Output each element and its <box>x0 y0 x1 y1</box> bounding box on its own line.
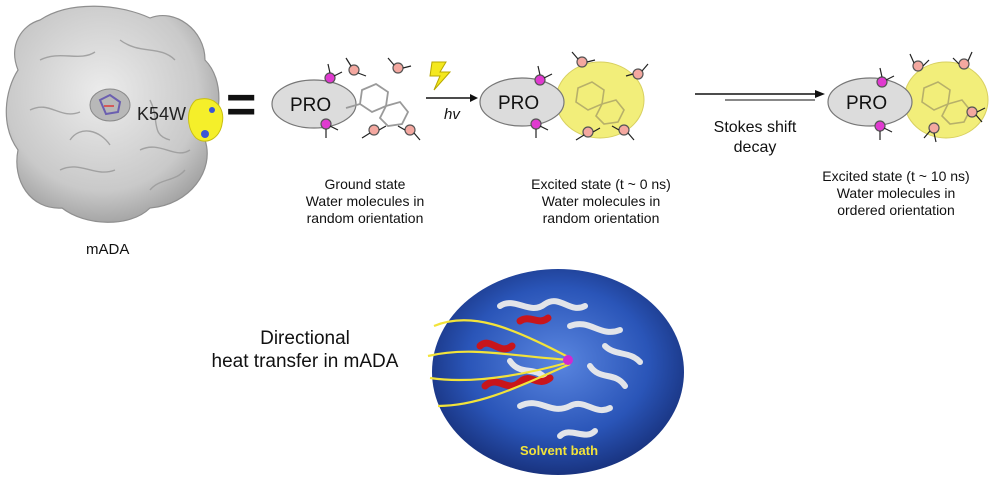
stokes-caption: Stokes shift decay <box>695 118 815 158</box>
heat-transfer-caption: Directional heat transfer in mADA <box>180 327 430 373</box>
protein-surface-illustration <box>5 5 224 223</box>
pro-text: PRO <box>846 93 887 114</box>
ground-state-line-2: Water molecules in <box>305 193 425 209</box>
chromophore-ring <box>345 82 410 127</box>
hv-label: hv <box>444 106 460 123</box>
protein-name-label: mADA <box>86 241 130 258</box>
ribbon-structure <box>497 298 643 439</box>
stokes-line-1: Stokes shift <box>713 119 797 136</box>
ground-state-caption: Ground state Water molecules in random o… <box>295 176 435 227</box>
solvent-bath-illustration: Solvent bath <box>427 269 684 475</box>
ground-state-line-1: Ground state <box>324 176 406 192</box>
excited-0-line-2: Water molecules in <box>541 193 661 209</box>
ground-state-line-3: random orientation <box>306 210 424 226</box>
central-atom <box>563 355 573 365</box>
ground-state-scene: PRO <box>271 57 421 141</box>
excited-state-10-scene: PRO <box>827 51 989 143</box>
mutation-label: K54W <box>137 104 187 124</box>
glow-ellipse <box>903 61 989 139</box>
excited-state-0-scene: PRO <box>479 51 649 141</box>
heat-line-2: heat transfer in mADA <box>211 351 399 372</box>
excited-0-line-1: Excited state (t ~ 0 ns) <box>531 176 671 192</box>
relaxation-arrow <box>695 90 825 101</box>
excitation-arrow <box>426 94 478 102</box>
stokes-line-2: decay <box>733 139 777 156</box>
pro-ellipse <box>479 77 565 127</box>
pro-ellipse <box>827 77 913 127</box>
excited-10-line-1: Excited state (t ~ 10 ns) <box>822 168 970 184</box>
heat-line-1: Directional <box>260 328 350 349</box>
excited-10-line-3: ordered orientation <box>837 202 955 218</box>
tryptophan-sticks <box>98 93 122 116</box>
heat-paths <box>427 319 571 408</box>
water-molecules <box>320 57 421 141</box>
pro-text: PRO <box>290 95 331 116</box>
excited-0-line-3: random orientation <box>542 210 660 226</box>
solvent-bath <box>432 269 684 475</box>
solvent-bath-label: Solvent bath <box>520 443 598 458</box>
pro-ellipse <box>271 79 357 129</box>
lightning-icon <box>429 61 452 91</box>
glow-ellipse <box>555 61 645 139</box>
equals-sign: = <box>226 76 257 134</box>
excited-10-line-2: Water molecules in <box>836 185 956 201</box>
excited-10-caption: Excited state (t ~ 10 ns) Water molecule… <box>800 168 992 219</box>
pro-text: PRO <box>498 93 539 114</box>
excited-0-caption: Excited state (t ~ 0 ns) Water molecules… <box>511 176 691 227</box>
